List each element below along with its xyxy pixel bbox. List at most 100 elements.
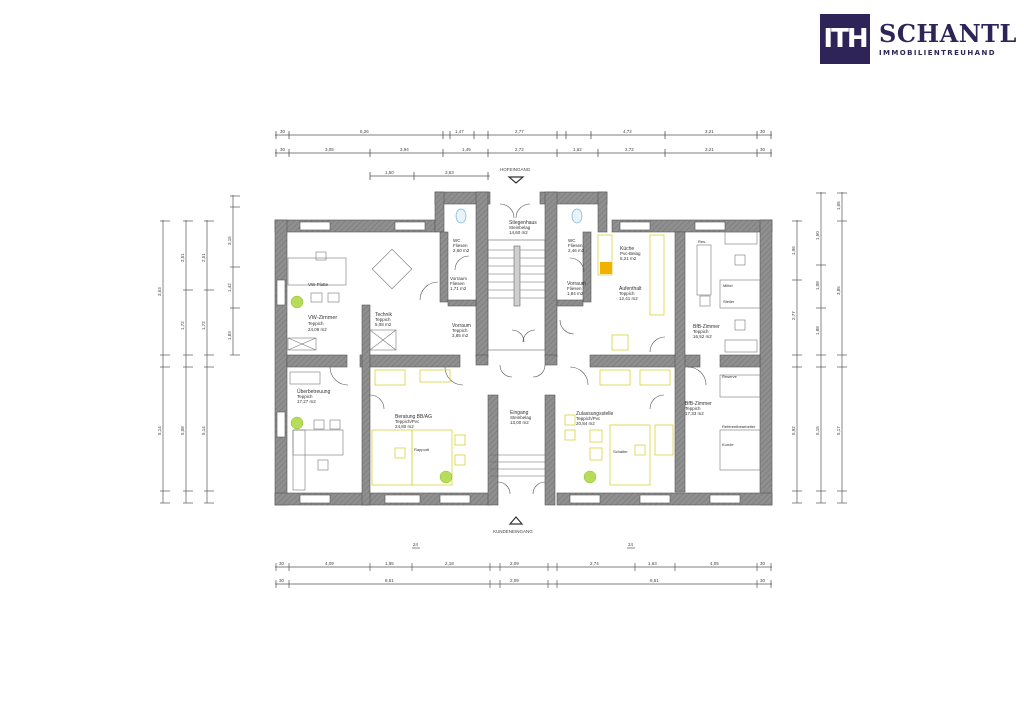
svg-text:30: 30	[760, 578, 766, 583]
svg-text:4,09: 4,09	[325, 561, 334, 566]
svg-text:1,50: 1,50	[815, 231, 820, 240]
svg-text:2,74: 2,74	[590, 561, 599, 566]
svg-text:8,51: 8,51	[385, 578, 394, 583]
svg-text:1,42: 1,42	[227, 283, 232, 292]
svg-text:5,08 m2: 5,08 m2	[375, 322, 392, 327]
svg-text:HOFEINGANG: HOFEINGANG	[500, 167, 531, 172]
svg-text:24: 24	[628, 542, 634, 547]
brand-subtitle: IMMOBILIENTREUHAND	[879, 49, 996, 57]
svg-text:Steller: Steller	[723, 299, 735, 304]
svg-text:5,14: 5,14	[201, 426, 206, 435]
svg-text:Technik: Technik	[375, 312, 392, 318]
svg-text:Steinbelag: Steinbelag	[509, 225, 531, 230]
svg-text:1,72: 1,72	[201, 321, 206, 330]
svg-text:Teppich: Teppich	[308, 321, 324, 326]
plant-icons	[290, 295, 597, 484]
svg-text:Schalter: Schalter	[613, 449, 628, 454]
dimension-text-top: 30 6,26 1,47 2,77 4,72 3,21 30 30 3,05 3,94 1,45…	[280, 129, 766, 175]
svg-text:5,21 m2: 5,21 m2	[620, 256, 637, 261]
svg-text:Teppich: Teppich	[685, 406, 701, 411]
svg-text:14,60 m2: 14,60 m2	[509, 230, 528, 235]
svg-text:Aufenthalt: Aufenthalt	[619, 286, 642, 292]
svg-text:VW-Platte: VW-Platte	[308, 282, 329, 287]
svg-text:2,72: 2,72	[515, 147, 524, 152]
svg-text:Beratung BB/AG: Beratung BB/AG	[395, 414, 432, 420]
svg-text:Reserve: Reserve	[722, 374, 738, 379]
svg-text:17,27 m2: 17,27 m2	[297, 399, 316, 404]
dimension-lines-right	[792, 192, 847, 504]
svg-text:Teppich/Pvc: Teppich/Pvc	[576, 416, 601, 421]
svg-text:2,09: 2,09	[510, 561, 519, 566]
svg-text:BfB-Zimmer: BfB-Zimmer	[693, 324, 720, 330]
svg-text:5,17: 5,17	[836, 426, 841, 435]
svg-text:30: 30	[760, 561, 766, 566]
svg-text:1,63: 1,63	[648, 561, 657, 566]
svg-text:3,05: 3,05	[325, 147, 334, 152]
svg-text:3,94: 3,94	[400, 147, 409, 152]
svg-text:30: 30	[280, 147, 286, 152]
svg-text:Referentbearbeiter: Referentbearbeiter	[722, 424, 756, 429]
svg-text:WC: WC	[568, 238, 576, 243]
svg-text:2,09: 2,09	[510, 578, 519, 583]
svg-text:3,85 m2: 3,85 m2	[452, 333, 469, 338]
svg-text:Pvc-Belag: Pvc-Belag	[620, 251, 641, 256]
svg-text:24,09 m2: 24,09 m2	[308, 327, 327, 332]
svg-text:Vorraum: Vorraum	[567, 281, 586, 287]
svg-text:3,15: 3,15	[227, 236, 232, 245]
svg-text:12,41 m2: 12,41 m2	[619, 296, 638, 301]
svg-text:3,21: 3,21	[705, 129, 714, 134]
svg-text:16,52 m2: 16,52 m2	[693, 334, 712, 339]
svg-text:Fliesen: Fliesen	[453, 243, 468, 248]
svg-text:6,26: 6,26	[360, 129, 369, 134]
dimension-lines-bottom	[275, 547, 772, 588]
entrance-bottom-marker: KUNDENEINGANG	[493, 516, 533, 534]
svg-text:3,63: 3,63	[445, 170, 454, 175]
svg-text:Fliesen: Fliesen	[450, 281, 465, 286]
svg-text:Teppich: Teppich	[375, 317, 391, 322]
svg-text:1,84 m2: 1,84 m2	[567, 291, 584, 296]
svg-text:13,00 m2: 13,00 m2	[510, 420, 529, 425]
svg-text:Mittel: Mittel	[723, 283, 733, 288]
svg-text:1,83: 1,83	[227, 331, 232, 340]
svg-text:4,72: 4,72	[623, 129, 632, 134]
windows	[276, 221, 741, 504]
svg-text:5,08: 5,08	[180, 426, 185, 435]
stove-icon	[600, 262, 612, 274]
svg-text:KUNDENEINGANG: KUNDENEINGANG	[493, 529, 533, 534]
svg-text:Steinbelag: Steinbelag	[510, 415, 532, 420]
svg-text:Fliesen: Fliesen	[568, 243, 583, 248]
svg-text:30: 30	[760, 129, 766, 134]
svg-text:20,84 m2: 20,84 m2	[576, 421, 595, 426]
svg-text:BfB-Zimmer: BfB-Zimmer	[685, 401, 712, 407]
svg-text:Teppich/Pvc: Teppich/Pvc	[395, 419, 420, 424]
dimension-text-left: 3,53 5,14 2,51 1,72 5,08 2,51 1,72 5,14 …	[157, 236, 232, 435]
svg-text:1,71 m2: 1,71 m2	[450, 286, 467, 291]
svg-text:Rapportl: Rapportl	[414, 447, 429, 452]
svg-text:2,77: 2,77	[791, 311, 796, 320]
svg-text:1,08: 1,08	[815, 281, 820, 290]
svg-text:30: 30	[280, 129, 286, 134]
svg-text:Eingang: Eingang	[510, 410, 529, 416]
dimension-lines-top	[275, 131, 772, 180]
wc-fixtures	[455, 208, 583, 224]
svg-text:2,77: 2,77	[515, 129, 524, 134]
svg-text:2,60 m2: 2,60 m2	[453, 248, 470, 253]
furniture-yellow	[371, 234, 674, 486]
dimension-lines-left	[160, 195, 240, 504]
svg-text:Fliesen: Fliesen	[567, 286, 582, 291]
svg-text:Stiegenhaus: Stiegenhaus	[509, 220, 537, 226]
svg-text:VW-Zimmer: VW-Zimmer	[308, 315, 337, 321]
svg-text:5,14: 5,14	[157, 426, 162, 435]
svg-text:3,85: 3,85	[836, 286, 841, 295]
svg-text:5,92: 5,92	[791, 426, 796, 435]
furniture-gray	[287, 231, 761, 491]
svg-text:2,51: 2,51	[180, 253, 185, 262]
entrance-top-marker: HOFEINGANG	[500, 167, 531, 184]
svg-text:1,72: 1,72	[180, 321, 185, 330]
svg-text:1,96: 1,96	[791, 246, 796, 255]
svg-text:17,33 m2: 17,33 m2	[685, 411, 704, 416]
svg-text:1,45: 1,45	[462, 147, 471, 152]
svg-text:1,47: 1,47	[455, 129, 464, 134]
staircase	[487, 239, 546, 477]
